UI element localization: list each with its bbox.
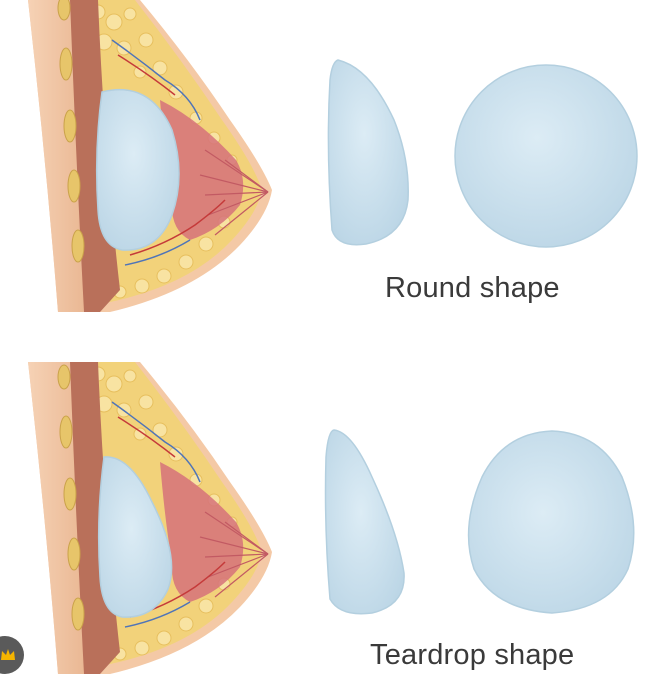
round-illustration xyxy=(28,0,638,312)
implant-front-view xyxy=(467,430,635,614)
caption-round: Round shape xyxy=(385,272,560,304)
caption-teardrop: Teardrop shape xyxy=(370,639,575,671)
panel-teardrop: Teardrop shape xyxy=(0,337,664,674)
implant-front-view xyxy=(454,64,638,248)
implant-side-view xyxy=(327,59,409,246)
crown-icon xyxy=(1,649,15,660)
breast-cross-section xyxy=(28,0,272,312)
breast-cross-section xyxy=(28,362,272,674)
implant-side-view xyxy=(324,429,405,615)
teardrop-illustration xyxy=(28,362,635,674)
panel-round: Round shape xyxy=(28,0,638,312)
